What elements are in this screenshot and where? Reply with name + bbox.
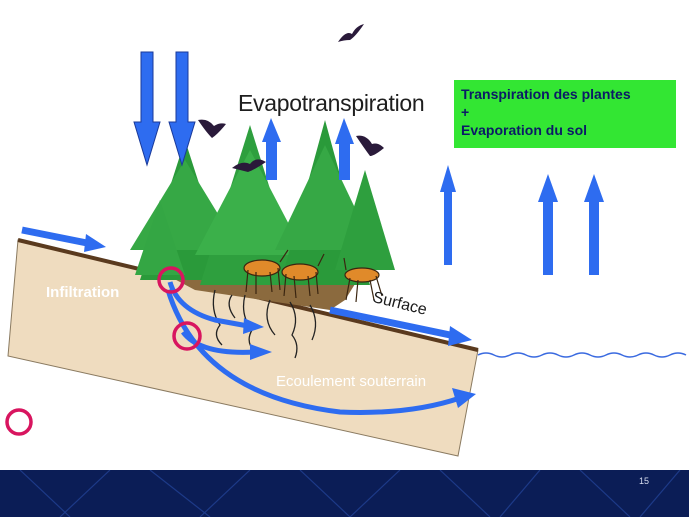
- groundwater-label: Ecoulement souterrain: [276, 373, 427, 390]
- water-surface: [477, 352, 687, 358]
- legend-line-3: Evaporation du sol: [461, 122, 588, 138]
- legend-line-2: +: [461, 104, 470, 120]
- highlight-circles: [5, 266, 202, 436]
- legend-box: Transpiration des plantes + Evaporation …: [454, 80, 676, 148]
- deer-group: [243, 249, 383, 303]
- precipitation-arrows: [133, 51, 196, 167]
- evapotranspiration-title: Evapotranspiration: [238, 90, 425, 116]
- runoff-arrows: [21, 226, 472, 346]
- evaporation-arrows: [262, 118, 604, 275]
- legend-line-1: Transpiration des plantes: [461, 86, 631, 102]
- page-number: 15: [638, 476, 649, 486]
- forest-trees: [130, 120, 395, 285]
- subsurface-flow-arrows: [165, 281, 461, 415]
- birds: [198, 24, 384, 172]
- footer-pattern: [19, 470, 681, 517]
- subsurface-arrowheads: [243, 318, 476, 408]
- infiltration-label: Infiltration: [46, 284, 120, 301]
- slide-footer: 15: [0, 470, 689, 517]
